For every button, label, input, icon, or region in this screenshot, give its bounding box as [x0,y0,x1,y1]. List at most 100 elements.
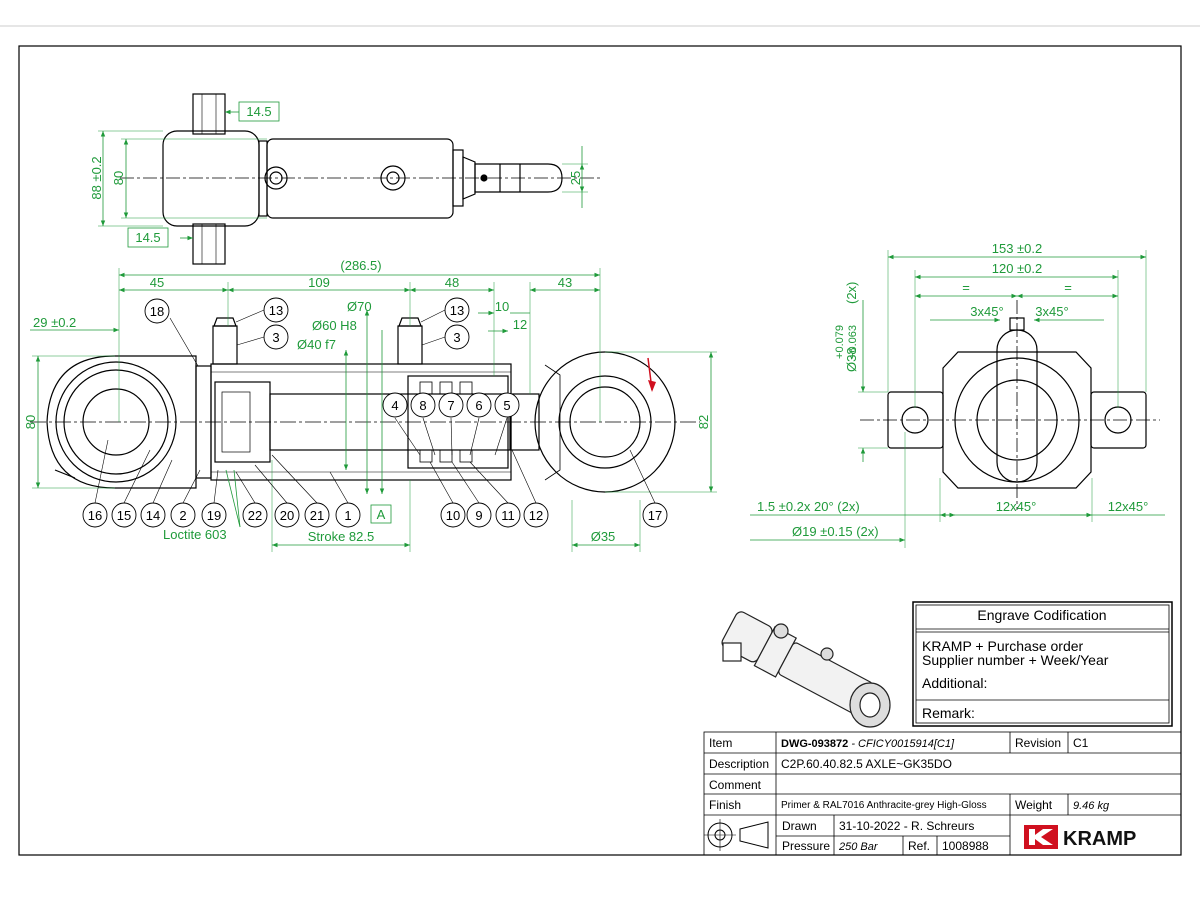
title-finish-value: Primer & RAL7016 Anthracite-grey High-Gl… [781,800,987,811]
title-comment-label: Comment [709,778,762,792]
section-arrow-head [648,380,656,392]
part-balloon-circle [304,502,330,528]
part-balloon-label: 17 [648,508,662,523]
dim-25: 25 [568,171,583,185]
projection-symbol-icon [704,819,769,851]
part-balloon-circle [440,502,466,528]
part-balloon-label: 3 [453,330,460,345]
part-balloon-label: 1 [344,508,351,523]
dim-43: 43 [558,275,572,290]
kramp-logo: KRAMP [1024,825,1136,850]
title-weight-value: 9.46 kg [1073,800,1110,812]
part-balloon-circle [82,502,108,528]
part-balloon-circle [494,392,520,418]
title-description-label: Description [709,757,769,771]
dim-chamfer-12x45-right: 12x45° [1108,499,1149,514]
part-balloon-label: 8 [419,398,426,413]
part-balloon-circle [495,502,521,528]
engrave-remark: Remark: [922,705,975,721]
end-view-port [1009,317,1025,331]
part-balloon-circle [263,297,289,323]
dim-48: 48 [445,275,459,290]
rod-eye-bore [569,386,641,458]
dim-chamfer-3x45-right: 3x45° [1035,304,1068,319]
section-a-label: A [377,507,386,522]
title-ref-value: 1008988 [942,839,989,853]
part-balloon-circle [523,502,549,528]
title-pressure-label: Pressure [782,839,830,853]
part-balloon-circle [466,392,492,418]
title-block-grid [703,731,1182,856]
drawing-frame [18,45,1182,856]
title-finish-label: Finish [709,798,741,812]
title-weight-label: Weight [1015,798,1053,812]
dim-109: 109 [308,275,330,290]
top-view-port-right [380,165,406,191]
dim-45: 45 [150,275,164,290]
title-item-label: Item [709,736,732,750]
gland [407,375,509,469]
part-balloon-label: 15 [117,508,131,523]
side-view-dimensions [30,268,717,552]
title-description-value: C2P.60.40.82.5 AXLE~GK35DO [781,757,952,771]
part-balloon-label: 4 [391,398,398,413]
dim-10: 10 [495,299,509,314]
top-view [120,93,600,265]
title-drawn-label: Drawn [782,819,817,833]
part-balloon-label: 9 [475,508,482,523]
top-view-barrel [266,138,454,219]
dim-chamfer-3x45-left: 3x45° [970,304,1003,319]
part-balloon-label: 12 [529,508,543,523]
top-view-rod-clevis [474,163,563,193]
base-eye-outer [55,361,177,483]
engrave-box [912,601,1173,727]
part-balloon-label: 5 [503,398,510,413]
part-balloon-circle [111,502,137,528]
part-balloon-label: 3 [272,330,279,345]
title-revision-label: Revision [1015,736,1061,750]
isometric-view [721,611,891,728]
dim-equal-right: = [1064,280,1072,295]
dim-80-side: 80 [23,415,38,429]
dim-80-top: 80 [111,171,126,185]
kramp-logo-text: KRAMP [1063,828,1136,850]
dim-chamfer-12x45-left: 12x45° [996,499,1037,514]
dim-82: 82 [696,415,711,429]
top-view-collar [258,140,268,217]
engrave-title: Engrave Codification [977,607,1106,623]
top-view-port-left [264,166,288,190]
dim-phi60: Ø60 H8 [312,318,357,333]
dim-phi40: Ø40 f7 [297,337,336,352]
part-balloon-label: 2 [179,508,186,523]
dim-1-5: 1.5 ±0.2x 20° (2x) [757,499,860,514]
top-view-rod-neck [462,156,476,200]
base-eye-bush [63,369,169,475]
dim-phi38-tolerance-bottom: +0.063 [847,325,859,359]
dim-12: 12 [513,317,527,332]
dim-box-14-5-bottom [127,227,169,248]
title-drawn-value: 31-10-2022 - R. Schreurs [839,819,974,833]
top-view-pin-lower [192,223,226,265]
end-view-rod-eye [976,379,1058,461]
part-balloon-circle [170,502,196,528]
dim-phi38-tolerance-top: +0.079 [834,325,846,359]
part-balloon-circle [642,502,668,528]
dim-phi35: Ø35 [591,529,616,544]
dim-29: 29 ±0.2 [33,315,76,330]
dim-stroke: Stroke 82.5 [308,529,375,544]
dim-153: 153 ±0.2 [992,241,1043,256]
balloon-leaders [94,309,656,504]
dim-120: 120 ±0.2 [992,261,1043,276]
part-balloon-label: 7 [447,398,454,413]
dim-phi19: Ø19 ±0.15 (2x) [792,524,879,539]
title-item-drawing-number: DWG-093872 [781,738,848,750]
title-ref-label: Ref. [908,839,930,853]
part-balloon-circle [242,502,268,528]
top-view-eye-block [162,130,260,227]
dim-box-14-5-top [238,101,280,122]
port-fitting-right [397,325,423,365]
engrave-line-1: KRAMP + Purchase order [922,638,1084,654]
section-a-box [370,504,392,524]
part-balloon-label: 22 [248,508,262,523]
